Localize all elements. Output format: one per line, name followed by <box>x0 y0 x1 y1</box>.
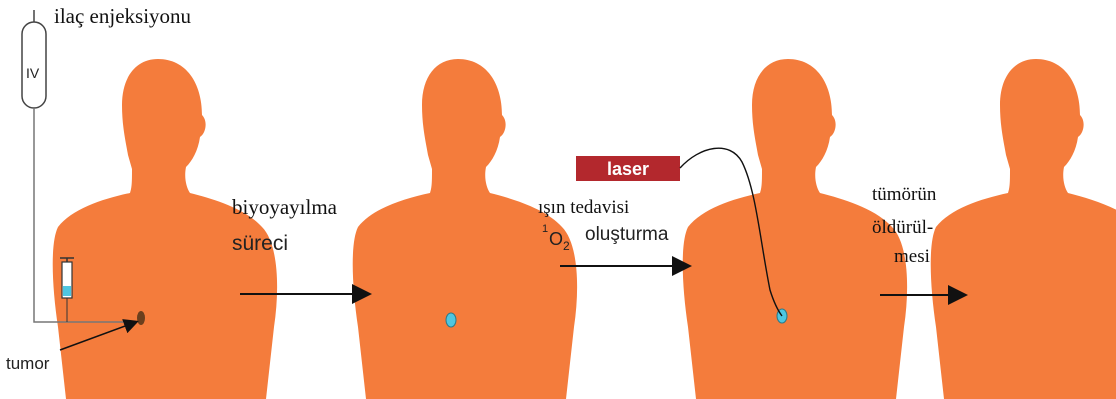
tumor-marked-1 <box>446 313 456 327</box>
kill-label-line1: tümörün <box>872 184 937 205</box>
iv-label: IV <box>26 65 40 81</box>
biodistribution-label-line1: biyoyayılma <box>232 195 338 219</box>
figure-4-body <box>931 59 1116 399</box>
kill-label-line3: mesi <box>894 246 930 267</box>
singlet-oxygen-o: O <box>549 229 563 249</box>
light-label-line1: ışın tedavisi <box>538 197 629 218</box>
kill-label-line2: öldürül- <box>872 217 933 238</box>
injection-label: ilaç enjeksiyonu <box>54 4 192 28</box>
singlet-oxygen-subscript: 2 <box>563 239 570 253</box>
figure-1-body <box>53 59 277 399</box>
singlet-oxygen-superscript: 1 <box>542 223 548 235</box>
tumor-unmarked <box>137 311 145 325</box>
biodistribution-label-line2: süreci <box>232 232 288 255</box>
laser-label: laser <box>607 159 649 179</box>
tumor-label: tumor <box>6 354 50 373</box>
light-label-line2: oluşturma <box>585 224 669 245</box>
